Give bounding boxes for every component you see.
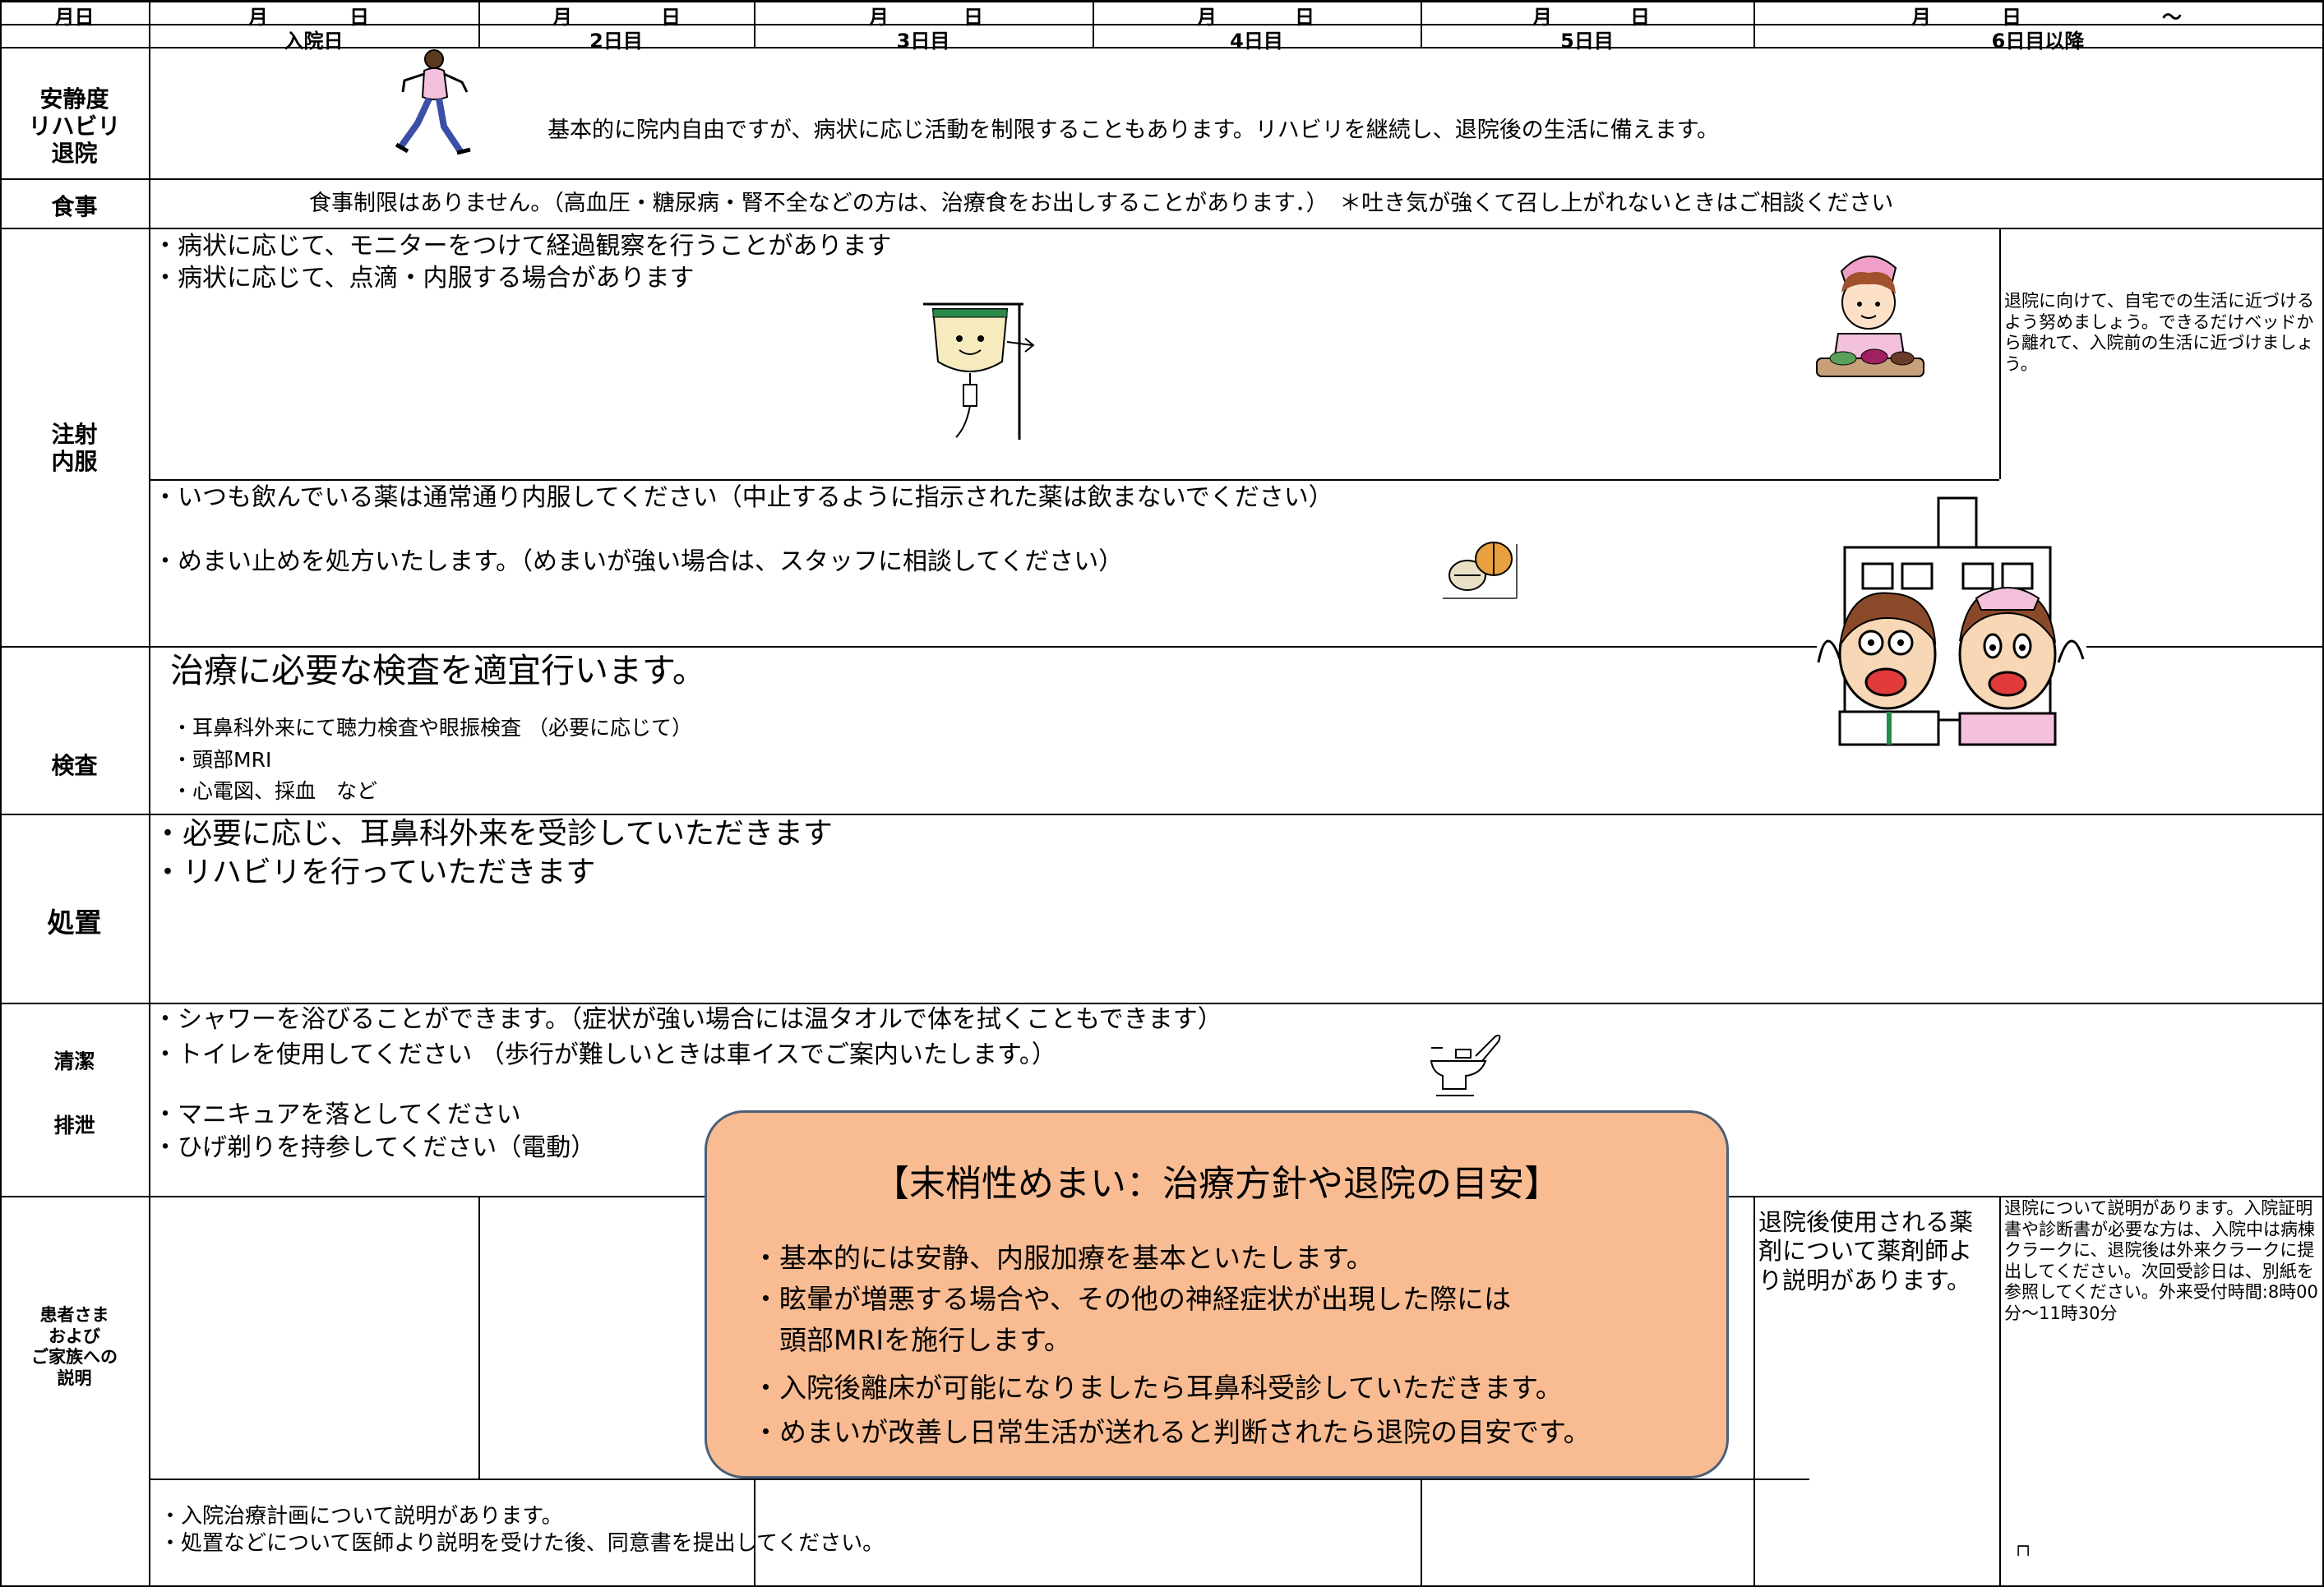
walking-nurse-icon bbox=[395, 49, 471, 155]
day-3-header: 3日目 bbox=[896, 30, 950, 53]
iv-note: ・病状に応じて、点滴・内服する場合があります bbox=[153, 264, 695, 293]
day-4-header: 4日目 bbox=[1230, 30, 1283, 53]
month-label: 月 bbox=[1532, 6, 1552, 29]
callout-item: ・めまいが改善し日常生活が送れると判断されたら退院の目安です。 bbox=[752, 1416, 1591, 1448]
activity-label-line: 安静度 bbox=[39, 85, 109, 113]
injection-label-line: 内服 bbox=[51, 448, 98, 476]
pharmacist-note: 退院後使用される薬剤について薬剤師より説明があります。 bbox=[1758, 1208, 1974, 1294]
month-label: 月 bbox=[869, 6, 889, 29]
callout-item: 頭部MRIを施行します。 bbox=[752, 1324, 1071, 1356]
month-label: 月 bbox=[1197, 6, 1217, 29]
meal-row-label: 食事 bbox=[51, 193, 98, 220]
hygiene-item: ・トイレを使用してください （歩行が難しいときは車イスでご案内いたします。） bbox=[153, 1040, 1056, 1069]
explanation-bottom-item: ・入院治療計画について説明があります。 bbox=[159, 1504, 563, 1529]
excretion-row-label: 排泄 bbox=[53, 1114, 95, 1137]
activity-label-line: リハビリ bbox=[28, 113, 121, 141]
month-label: 月 bbox=[248, 6, 268, 29]
iv-drip-icon bbox=[923, 302, 1035, 440]
day-label: 日 bbox=[1295, 6, 1314, 29]
injection-row-label: 注射 内服 bbox=[0, 421, 149, 475]
explanation-label-line: ご家族への bbox=[31, 1347, 118, 1368]
exam-item: ・頭部MRI bbox=[172, 748, 272, 772]
explanation-row-label: 患者さま および ご家族への 説明 bbox=[0, 1305, 149, 1389]
meal-text: 食事制限はありません。（高血圧・糖尿病・腎不全などの方は、治療食をお出しすること… bbox=[309, 191, 1894, 216]
day-label: 日 bbox=[661, 6, 681, 29]
day-label: 日 bbox=[349, 6, 369, 29]
discharge-info: 退院について説明があります。入院証明書や診断書が必要な方は、入院中は病棟クラーク… bbox=[2004, 1198, 2318, 1324]
callout-item: ・入院後離床が可能になりましたら耳鼻科受診していただきます。 bbox=[752, 1372, 1563, 1404]
medicine-pills-icon bbox=[1443, 542, 1518, 599]
explanation-label-line: 患者さま bbox=[39, 1305, 109, 1325]
doctor-nurse-hospital-icon bbox=[1817, 496, 2085, 746]
discharge-lifestyle-note: 退院に向けて、自宅での生活に近づけるよう努めましょう。できるだけベッドから離れて… bbox=[2004, 291, 2314, 374]
hygiene-row-label: 清潔 bbox=[53, 1050, 95, 1073]
injection-label-line: 注射 bbox=[51, 421, 98, 448]
exam-item: ・心電図、採血 など bbox=[172, 779, 378, 803]
tilde-label: ～ bbox=[2162, 6, 2182, 29]
hygiene-item: ・ひげ剃りを持参してください（電動） bbox=[153, 1133, 596, 1162]
exam-row-label: 検査 bbox=[51, 752, 98, 779]
exam-heading: 治療に必要な検査を適宜行います。 bbox=[170, 651, 706, 690]
explanation-bottom-item: ・処置などについて医師より説明を受けた後、同意書を提出してください。 bbox=[159, 1531, 885, 1556]
explanation-label-line: 説明 bbox=[57, 1368, 92, 1388]
small-box-glyph: ┌┐ bbox=[2013, 1536, 2034, 1556]
month-label: 月 bbox=[552, 6, 572, 29]
treatment-row-label: 処置 bbox=[47, 907, 102, 939]
callout-item: ・基本的には安静、内服加療を基本といたします。 bbox=[752, 1242, 1374, 1274]
monitor-note: ・病状に応じて、モニターをつけて経過観察を行うことがあります bbox=[153, 232, 892, 261]
callout-item: ・眩暈が増悪する場合や、その他の神経症状が出現した際には bbox=[752, 1283, 1512, 1315]
date-row-label: 月日 bbox=[54, 6, 95, 29]
treatment-policy-callout: 【末梢性めまい：治療方針や退院の目安】 ・基本的には安静、内服加療を基本といたし… bbox=[705, 1110, 1729, 1479]
day-1-header: 入院日 bbox=[284, 30, 344, 53]
treatment-item: ・リハビリを行っていただきます bbox=[153, 856, 596, 889]
hygiene-item: ・マニキュアを落としてください bbox=[153, 1100, 521, 1129]
treatment-item: ・必要に応じ、耳鼻科外来を受診していただきます bbox=[153, 817, 833, 851]
day-6-header: 6日目以降 bbox=[1991, 30, 2085, 53]
activity-label-line: 退院 bbox=[51, 140, 98, 168]
exam-item: ・耳鼻科外来にて聴力検査や眼振検査 （必要に応じて） bbox=[172, 716, 692, 740]
activity-text: 基本的に院内自由ですが、病状に応じ活動を制限することもあります。リハビリを継続し… bbox=[548, 118, 1720, 143]
regular-medicine-note: ・いつも飲んでいる薬は通常通り内服してください（中止するように指示された薬は飲ま… bbox=[153, 483, 1333, 512]
callout-title: 【末梢性めまい：治療方針や退院の目安】 bbox=[873, 1163, 1560, 1205]
hygiene-item: ・シャワーを浴びることができます。（症状が強い場合には温タオルで体を拭くこともで… bbox=[153, 1005, 1222, 1034]
explanation-label-line: および bbox=[49, 1326, 100, 1346]
day-2-header: 2日目 bbox=[589, 30, 643, 53]
day-label: 日 bbox=[1630, 6, 1650, 29]
activity-row-label: 安静度 リハビリ 退院 bbox=[0, 85, 149, 167]
vertigo-medicine-note: ・めまい止めを処方いたします。（めまいが強い場合は、スタッフに相談してください） bbox=[153, 547, 1124, 576]
month-label: 月 bbox=[1911, 6, 1931, 29]
toilet-icon bbox=[1430, 1034, 1501, 1096]
meal-tray-nurse-icon bbox=[1816, 256, 1924, 377]
day-label: 日 bbox=[963, 6, 983, 29]
day-5-header: 5日目 bbox=[1560, 30, 1614, 53]
day-label: 日 bbox=[2002, 6, 2021, 29]
